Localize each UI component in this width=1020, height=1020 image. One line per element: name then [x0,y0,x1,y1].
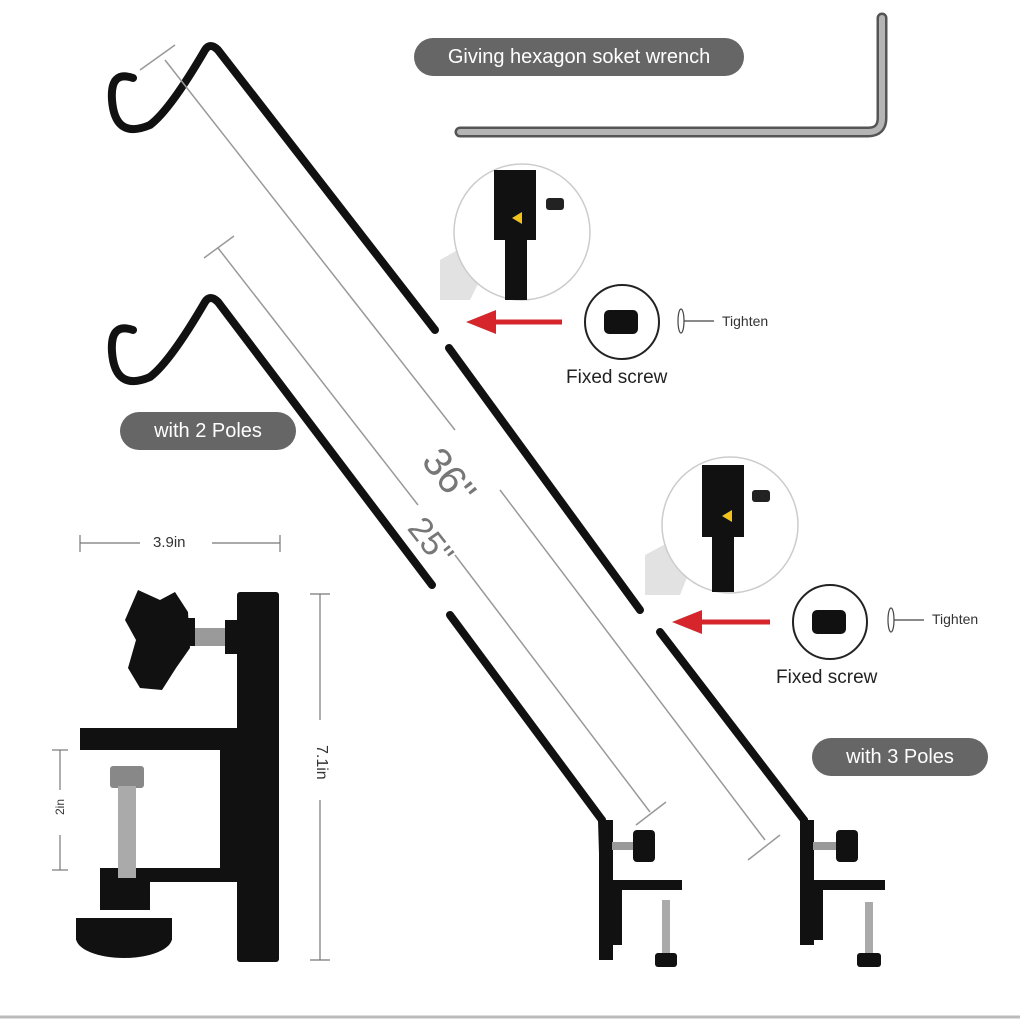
wrench-banner-label: Giving hexagon soket wrench [447,45,711,68]
small-clamp-left [599,820,682,967]
fixed-screw-label-bottom: Fixed screw [776,667,878,688]
wrench-banner: Giving hexagon soket wrench [414,38,744,76]
three-poles-label: with 3 Poles [846,745,954,768]
clamp-height-label: 7.1in [313,745,330,780]
arrow-icon-bottom [672,610,770,634]
set-screw-icon-top [584,284,660,360]
fixed-screw-label-top: Fixed screw [566,367,668,388]
knob-icon-top [125,590,195,690]
clamp-width-label: 3.9in [153,534,186,551]
tighten-label-top: Tighten [722,313,769,329]
zoom-detail-bottom [645,456,799,595]
tighten-screw-icon-bottom [887,607,924,633]
arrow-icon-top [466,310,562,334]
knob-icon-bottom [76,880,172,958]
dimension-36-line [139,44,781,861]
clamp-jaw-label: 2in [53,798,68,816]
clamp-dimension-lines [52,535,330,961]
bolt-icon [110,766,144,878]
clamp-icon [80,592,279,962]
set-screw-icon-bottom [792,584,868,660]
tighten-label-bottom: Tighten [932,611,979,627]
small-clamp-right [800,820,885,967]
two-poles-badge: with 2 Poles [120,412,296,450]
zoom-detail-top [440,163,591,301]
three-poles-badge: with 3 Poles [812,738,988,776]
tighten-screw-icon-top [677,308,714,334]
dimension-25-line [203,235,667,826]
two-poles-label: with 2 Poles [154,419,262,442]
hex-wrench-icon [454,12,888,138]
